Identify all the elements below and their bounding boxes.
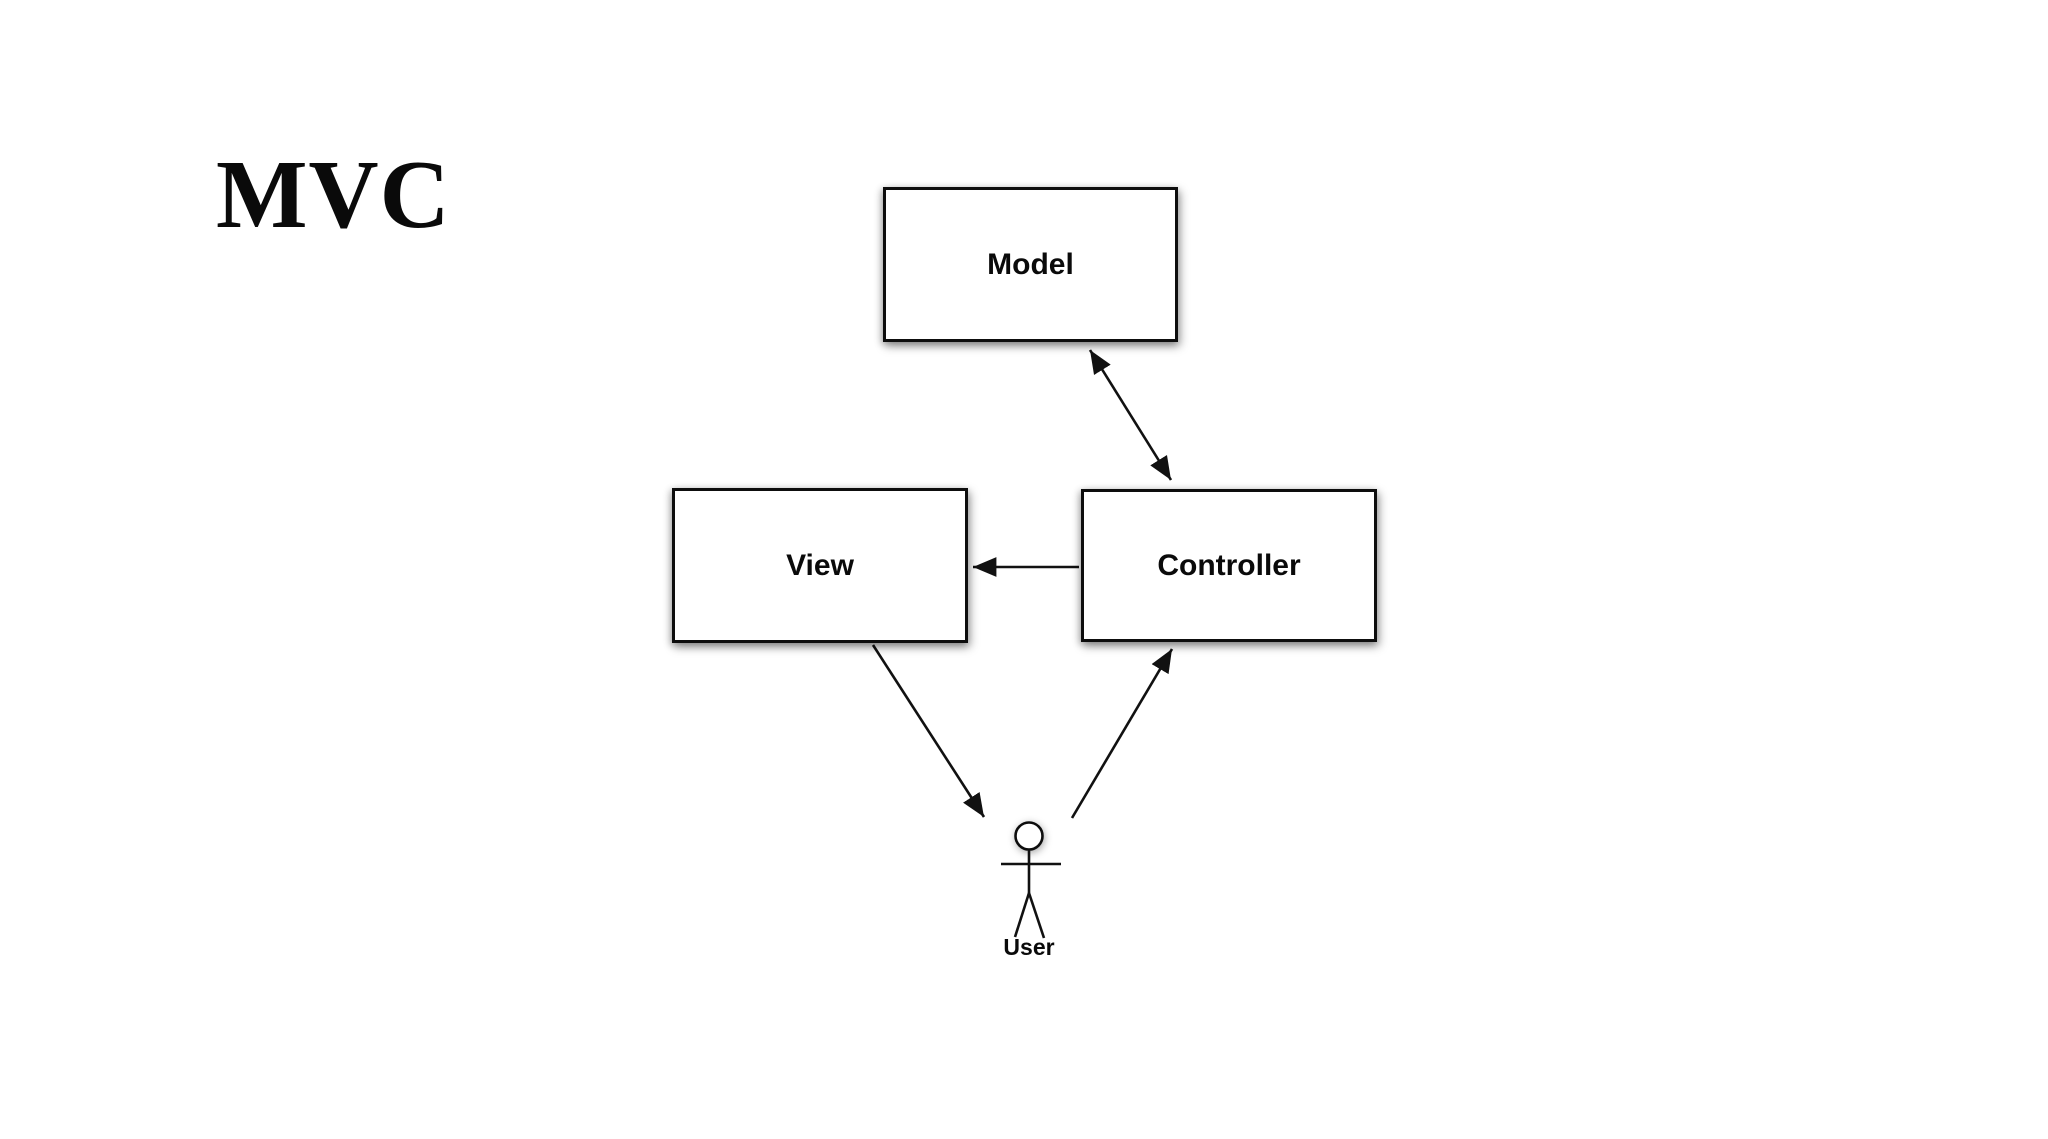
node-controller: Controller	[1081, 489, 1377, 642]
node-controller-label: Controller	[1157, 548, 1301, 582]
edge-user-controller-arrow	[1070, 648, 1174, 819]
page-title: MVC	[216, 141, 451, 248]
edge-view-user-arrow	[871, 644, 986, 818]
user-actor-icon	[1001, 821, 1061, 939]
node-model-label: Model	[987, 247, 1074, 281]
edge-model-controller-arrow	[1088, 349, 1173, 481]
user-actor-label: User	[1003, 934, 1055, 960]
node-view: View	[672, 488, 968, 643]
node-view-label: View	[786, 548, 854, 582]
node-model: Model	[883, 187, 1178, 342]
